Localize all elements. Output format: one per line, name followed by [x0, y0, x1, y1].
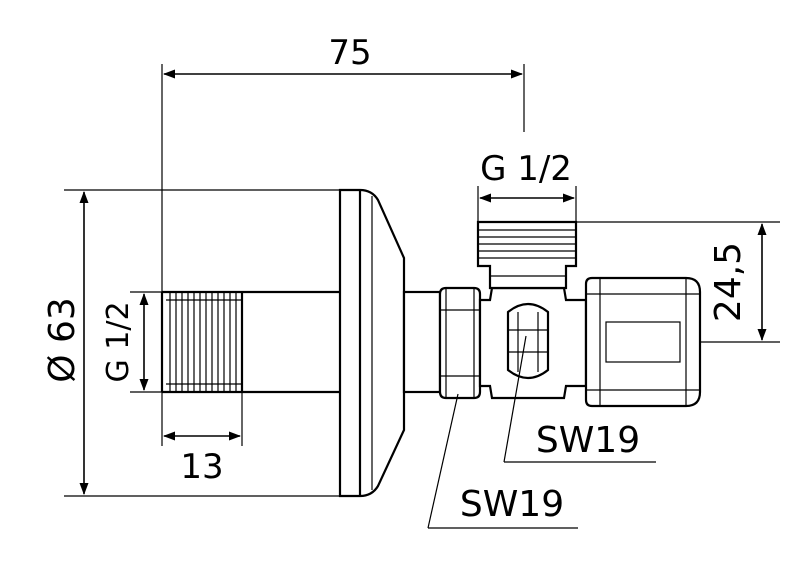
outlet-thread	[476, 220, 578, 290]
inlet-thread-label: G 1/2	[101, 301, 136, 382]
flange-diameter-label: Ø 63	[42, 297, 83, 383]
callout-wrench-nut: SW19	[427, 393, 578, 529]
wrench-size-body-label: SW19	[536, 420, 640, 461]
hex-nut-inlet	[438, 286, 482, 400]
inlet-thread-hatch	[166, 292, 244, 392]
wrench-size-nut-label: SW19	[460, 484, 564, 525]
dimension-flange-diameter: Ø 63	[42, 189, 340, 497]
thread-length-label: 13	[180, 447, 223, 487]
overall-length-label: 75	[328, 33, 371, 73]
dimension-overall-length: 75	[161, 33, 525, 292]
valve-neck	[402, 290, 442, 394]
valve-body	[478, 286, 588, 400]
dimension-inlet-thread: G 1/2	[101, 291, 162, 393]
dimension-thread-length: 13	[161, 392, 243, 487]
flange-rosette	[338, 188, 406, 498]
inlet-nipple	[160, 290, 340, 394]
outlet-height-label: 24,5	[708, 242, 749, 322]
dimension-outlet-height: 24,5	[576, 221, 780, 343]
valve-handle-cap	[584, 276, 702, 408]
callout-wrench-body: SW19	[503, 335, 656, 463]
outlet-thread-label: G 1/2	[480, 149, 572, 189]
dimension-outlet-thread: G 1/2	[477, 149, 577, 222]
